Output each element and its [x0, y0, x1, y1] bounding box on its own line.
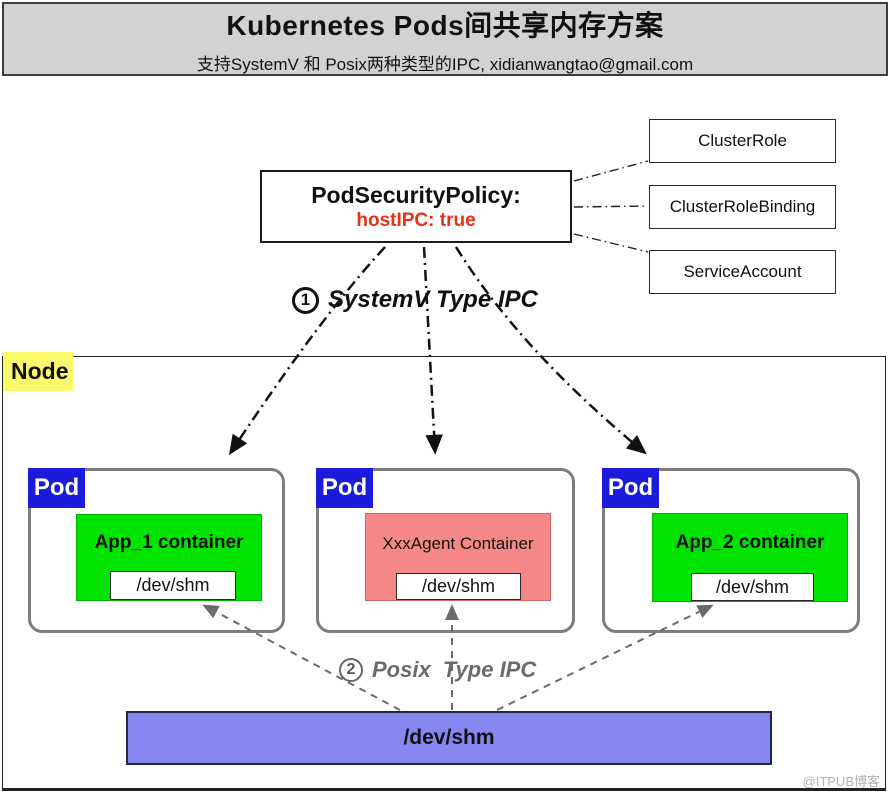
clusterrole-box: ClusterRole [649, 119, 836, 163]
posix-ipc-label: 2 Posix Type IPC [339, 657, 536, 683]
podsecuritypolicy-box: PodSecurityPolicy: hostIPC: true [260, 170, 572, 243]
pod-3-dev-shm: /dev/shm [691, 573, 814, 601]
systemv-ipc-label: 1 SystemV Type IPC [292, 286, 538, 314]
hostipc-value: hostIPC: true [356, 209, 476, 231]
psp-clusterrole-link [573, 160, 649, 182]
podsecuritypolicy-title: PodSecurityPolicy: [311, 181, 521, 208]
step-2-badge: 2 [339, 658, 363, 682]
page-title: Kubernetes Pods间共享内存方案 [226, 9, 664, 41]
pod-1-dev-shm: /dev/shm [110, 571, 236, 600]
diagram-header: Kubernetes Pods间共享内存方案 支持SystemV 和 Posix… [2, 2, 888, 76]
watermark: @ITPUB博客 [802, 774, 880, 789]
pod-2: Pod XxxAgent Container /dev/shm [316, 468, 575, 633]
pod-1: Pod App_1 container /dev/shm [28, 468, 285, 633]
pod-3: Pod App_2 container /dev/shm [602, 468, 860, 633]
xxxagent-container: XxxAgent Container /dev/shm [365, 513, 551, 601]
step-1-badge: 1 [292, 286, 319, 314]
page-subtitle: 支持SystemV 和 Posix两种类型的IPC, xidianwangtao… [196, 54, 694, 74]
node-box [2, 356, 886, 791]
app1-container-label: App_1 container [94, 532, 244, 553]
pod-3-tag: Pod [602, 468, 659, 508]
app1-container: App_1 container /dev/shm [76, 514, 262, 601]
pod-1-tag: Pod [28, 468, 85, 508]
app2-container-label: App_2 container [675, 532, 825, 553]
psp-clusterrolebinding-link [573, 205, 649, 208]
clusterrolebinding-box: ClusterRoleBinding [649, 185, 836, 229]
xxxagent-container-label: XxxAgent Container [382, 533, 534, 553]
step-1-text: SystemV Type IPC [328, 286, 538, 313]
node-label: Node [3, 352, 73, 391]
step-2-text: Posix Type IPC [372, 657, 537, 682]
app2-container: App_2 container /dev/shm [652, 513, 848, 602]
pod-2-dev-shm: /dev/shm [396, 573, 521, 600]
psp-serviceaccount-link [573, 233, 649, 253]
host-dev-shm-box: /dev/shm [126, 711, 772, 765]
serviceaccount-box: ServiceAccount [649, 250, 836, 294]
pod-2-tag: Pod [316, 468, 373, 508]
